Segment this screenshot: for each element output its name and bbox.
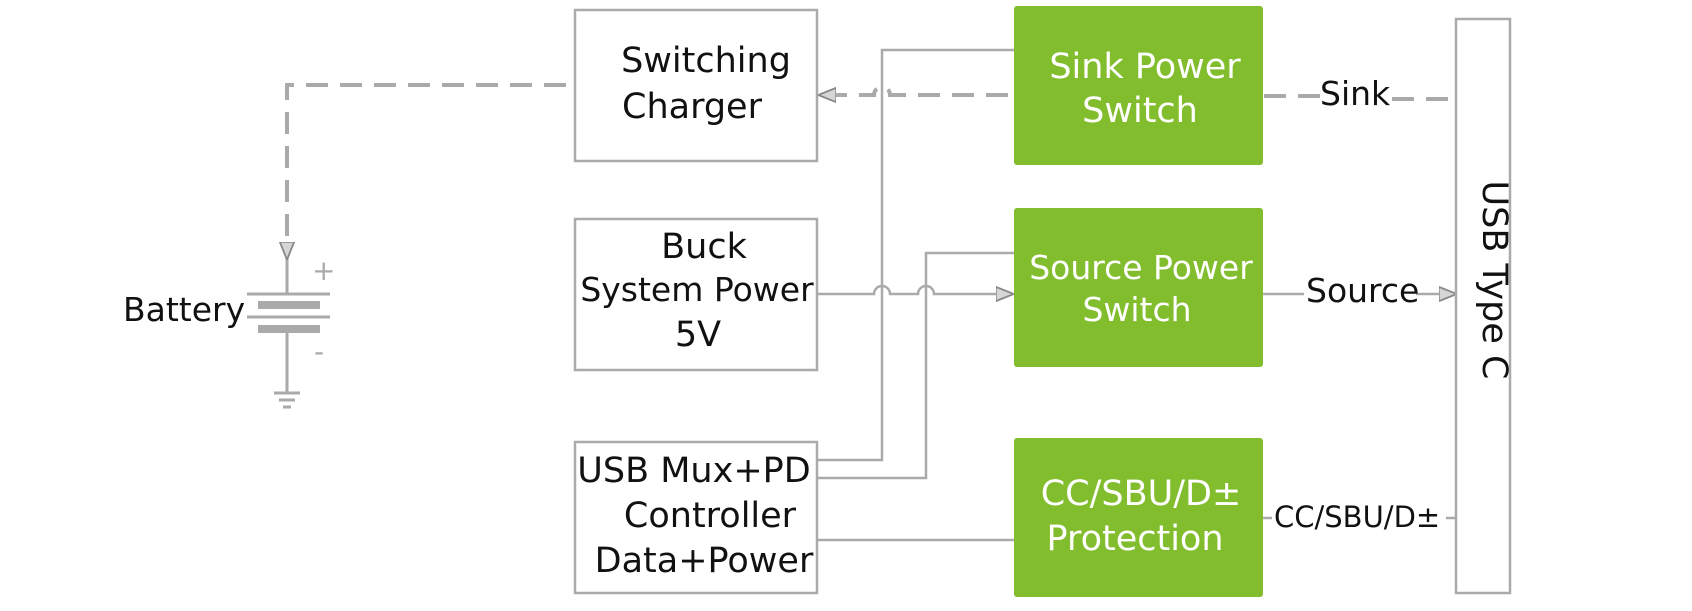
buck-line-2: System Power xyxy=(580,270,814,309)
mux-to-source-control-line xyxy=(818,251,1014,480)
source-connection-label: Source xyxy=(1306,271,1419,310)
protection-line-1: CC/SBU/D± xyxy=(1041,474,1242,514)
sink-switch-line-2: Switch xyxy=(1082,91,1198,131)
buck-line-1: Buck xyxy=(661,227,747,267)
source-power-switch-box xyxy=(1014,208,1263,367)
usb-mux-pd-controller-box xyxy=(573,440,819,595)
switching-charger-line-1: Switching xyxy=(621,41,791,81)
ground-icon xyxy=(274,391,300,409)
sink-connection-label: Sink xyxy=(1320,74,1391,113)
protection-line-2: Protection xyxy=(1046,519,1223,559)
buck-to-source-line xyxy=(818,284,1012,294)
source-switch-line-2: Switch xyxy=(1082,290,1191,329)
usb-type-c-label: USB Type C xyxy=(1474,181,1514,380)
cc-sbu-protection-box xyxy=(1014,438,1263,597)
switching-charger-line-2: Charger xyxy=(622,87,763,127)
source-switch-line-1: Source Power xyxy=(1029,248,1253,287)
usb-mux-line-3: Data+Power xyxy=(595,541,814,581)
battery-symbol xyxy=(247,258,330,392)
usb-mux-line-2: Controller xyxy=(624,496,797,536)
sink-to-charger-dashed-line xyxy=(820,85,1008,95)
battery-label: Battery xyxy=(123,290,245,329)
cc-sbu-connection-label: CC/SBU/D± xyxy=(1274,500,1440,534)
buck-box xyxy=(573,217,819,372)
usb-type-c-box xyxy=(1454,17,1512,595)
switching-charger-box xyxy=(573,8,819,163)
sink-switch-line-1: Sink Power xyxy=(1049,47,1241,87)
battery-plus-sign: + xyxy=(312,254,335,287)
battery-minus-sign: - xyxy=(314,335,324,368)
charger-to-battery-dashed-line xyxy=(287,83,566,258)
usb-mux-line-1: USB Mux+PD xyxy=(577,451,810,491)
buck-line-3: 5V xyxy=(675,315,721,355)
mux-to-sink-control-line xyxy=(818,48,1014,462)
sink-power-switch-box xyxy=(1014,6,1263,165)
